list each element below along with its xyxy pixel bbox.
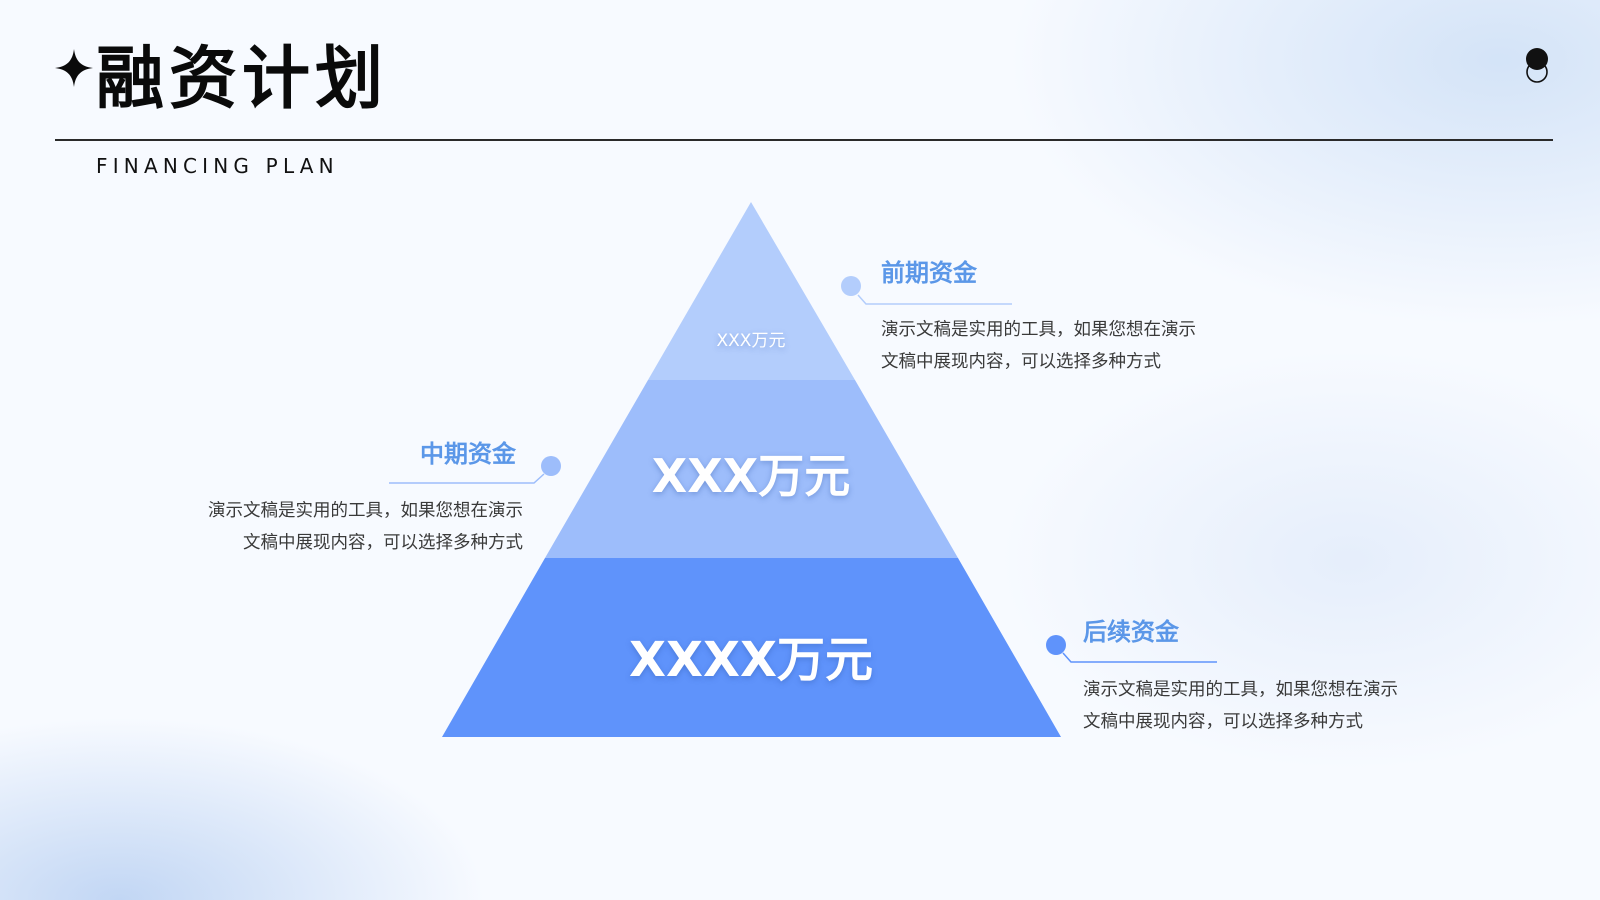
mid-funding-line-2: 文稿中展现内容，可以选择多种方式: [243, 533, 523, 553]
sparkle-icon: [55, 49, 93, 87]
later-funding-line-2: 文稿中展现内容，可以选择多种方式: [1083, 712, 1363, 732]
early-marker-dot: [841, 276, 861, 296]
mid-marker-dot: [541, 456, 561, 476]
mid-funding-line-1: 演示文稿是实用的工具，如果您想在演示: [208, 501, 523, 521]
pyramid-tier-bottom-label: XXXX万元: [628, 632, 874, 688]
pyramid-tier-top: [648, 202, 855, 380]
early-funding-heading: 前期资金: [881, 259, 977, 287]
page-subtitle: FINANCING PLAN: [96, 154, 339, 178]
early-funding-line-2: 文稿中展现内容，可以选择多种方式: [881, 352, 1161, 372]
mid-funding-heading: 中期资金: [420, 440, 516, 468]
title-divider: [55, 139, 1553, 141]
mid-leader-line: [389, 473, 545, 484]
later-funding-line-1: 演示文稿是实用的工具，如果您想在演示: [1083, 680, 1398, 700]
early-funding-line-1: 演示文稿是实用的工具，如果您想在演示: [881, 320, 1196, 340]
later-funding-description: 演示文稿是实用的工具，如果您想在演示 文稿中展现内容，可以选择多种方式: [1083, 674, 1398, 738]
later-marker-dot: [1046, 635, 1066, 655]
page-title: 融资计划: [96, 40, 389, 119]
pyramid-tier-middle: [545, 380, 958, 558]
later-leader-line: [1062, 652, 1217, 663]
early-leader-line: [857, 294, 1012, 305]
pyramid-tier-middle-label: XXX万元: [651, 449, 851, 503]
mid-funding-description: 演示文稿是实用的工具，如果您想在演示 文稿中展现内容，可以选择多种方式: [208, 495, 523, 559]
later-funding-heading: 后续资金: [1083, 618, 1179, 646]
early-funding-description: 演示文稿是实用的工具，如果您想在演示 文稿中展现内容，可以选择多种方式: [881, 314, 1196, 378]
pyramid-tier-top-label: XXX万元: [716, 331, 786, 351]
pyramid-tier-bottom: [442, 558, 1061, 737]
circles-icon: [1526, 48, 1548, 83]
